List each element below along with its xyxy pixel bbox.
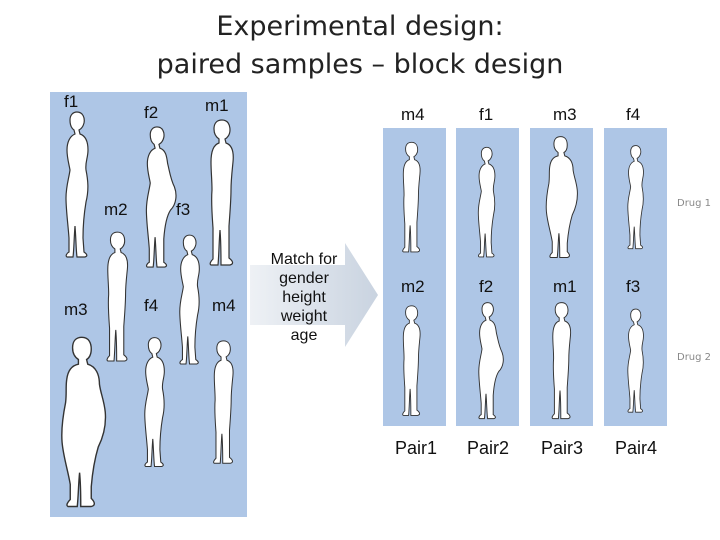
figure-pair3-bottom (551, 302, 572, 420)
label-m3: m3 (64, 300, 88, 319)
label-f1: f1 (64, 92, 79, 111)
label-pair3-top: m3 (553, 105, 577, 124)
figure-f4 (144, 337, 165, 468)
match-arrow (250, 243, 378, 347)
figure-m4 (213, 340, 234, 464)
label-pair4-bottom: f3 (626, 277, 641, 296)
match-line-5: age (290, 327, 318, 344)
match-line-4: weight (280, 308, 328, 325)
figure-pair3-top (545, 136, 578, 258)
pair3-label: Pair3 (541, 438, 584, 458)
match-line-2: gender (279, 270, 329, 287)
figure-pair4-top (627, 145, 644, 250)
label-pair1-bottom: m2 (401, 277, 425, 296)
figure-f1 (65, 111, 89, 258)
label-f2: f2 (144, 103, 159, 122)
pair2-label: Pair2 (467, 438, 510, 458)
match-line-1: Match for (270, 251, 338, 268)
pair4-label: Pair4 (615, 438, 658, 458)
figure-m3 (61, 336, 107, 508)
pair1-label: Pair1 (395, 438, 438, 458)
match-criteria: Match for gender height weight age (258, 250, 350, 345)
figure-pair1-top (402, 141, 421, 253)
figure-f3 (179, 234, 200, 365)
label-pair2-bottom: f2 (479, 277, 494, 296)
title-line-2: paired samples – block design (156, 49, 564, 80)
label-pair4-top: f4 (626, 105, 641, 124)
label-f4: f4 (144, 296, 159, 315)
label-f3: f3 (176, 200, 191, 219)
label-m4: m4 (212, 296, 236, 315)
drug-1-label: Drug 1 (677, 198, 712, 209)
label-pair1-top: m4 (401, 105, 425, 124)
figure-pair2-bottom (478, 302, 504, 420)
label-pair3-bottom: m1 (553, 277, 577, 296)
drug-2-label: Drug 2 (677, 352, 712, 363)
match-line-3: height (282, 289, 326, 306)
label-m1: m1 (205, 96, 229, 115)
label-pair2-top: f1 (479, 105, 494, 124)
figure-pair4-bottom (627, 308, 644, 413)
figure-pair1-bottom (402, 305, 421, 416)
figure-pair2-top (477, 146, 496, 258)
title-line-1: Experimental design: (216, 11, 504, 42)
label-m2: m2 (104, 200, 128, 219)
